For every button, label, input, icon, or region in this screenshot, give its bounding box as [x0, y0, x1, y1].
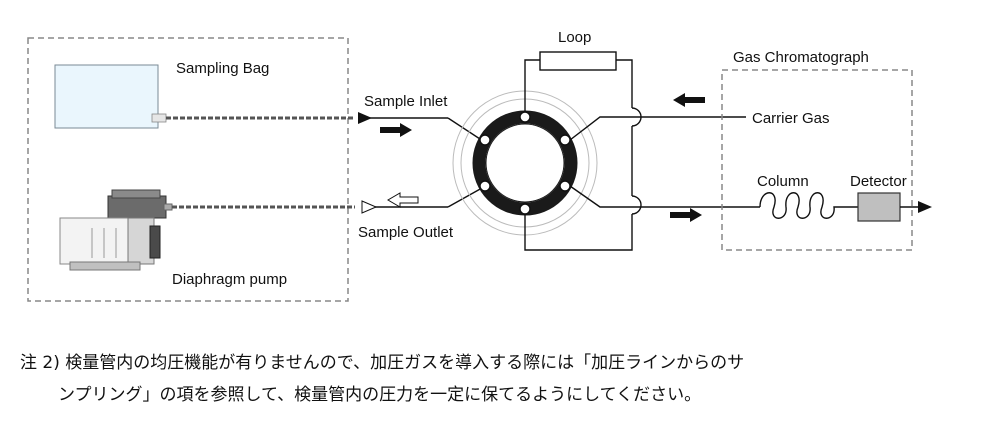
six-port-valve	[452, 90, 598, 236]
carrier-gas-line	[569, 116, 746, 141]
note-line-1: 注 2) 検量管内の均圧機能が有りませんので、加圧ガスを導入する際には「加圧ライ…	[20, 353, 745, 373]
pump-icon	[59, 189, 173, 271]
valve-port-top	[519, 111, 531, 123]
loop-tube	[539, 51, 617, 71]
valve-port-upper-right	[559, 134, 571, 146]
column-flow-arrow	[670, 208, 702, 222]
sampling-bag	[54, 64, 159, 129]
to-column-line	[569, 185, 760, 208]
carrier-gas-label: Carrier Gas	[752, 110, 830, 127]
valve-port-upper-left	[479, 134, 491, 146]
loop-line	[524, 59, 540, 112]
outlet-flow-arrow	[387, 192, 419, 208]
column-coil	[759, 192, 858, 219]
sample-outlet-label: Sample Outlet	[358, 224, 454, 241]
outlet-arrow-head	[361, 200, 378, 214]
valve-port-lower-left	[479, 180, 491, 192]
gas-chromatograph-label: Gas Chromatograph	[733, 49, 869, 66]
detector-out-arrow	[918, 201, 932, 213]
gas-chromatograph-enclosure	[721, 69, 913, 251]
sampling-bag-label: Sampling Bag	[176, 60, 269, 77]
note-line-2: ンプリング」の項を参照して、検量管内の圧力を一定に保てるようにしてください。	[58, 385, 702, 405]
sampling-enclosure	[27, 37, 349, 302]
detector-box	[857, 192, 901, 222]
valve-port-lower-right	[559, 180, 571, 192]
column-label: Column	[757, 173, 809, 190]
bag-fitting	[151, 113, 167, 123]
flow-diagram: Sampling Bag Diaphragm pump Sample Inlet…	[27, 29, 932, 302]
diaphragm-pump-label: Diaphragm pump	[172, 271, 287, 288]
detector-label: Detector	[850, 173, 907, 190]
carrier-flow-arrow	[673, 93, 705, 107]
inlet-flow-arrow	[380, 123, 412, 137]
inlet-arrow-head	[358, 112, 372, 124]
valve-port-bottom	[519, 203, 531, 215]
sample-inlet-label: Sample Inlet	[364, 93, 448, 110]
loop-label: Loop	[558, 29, 591, 46]
